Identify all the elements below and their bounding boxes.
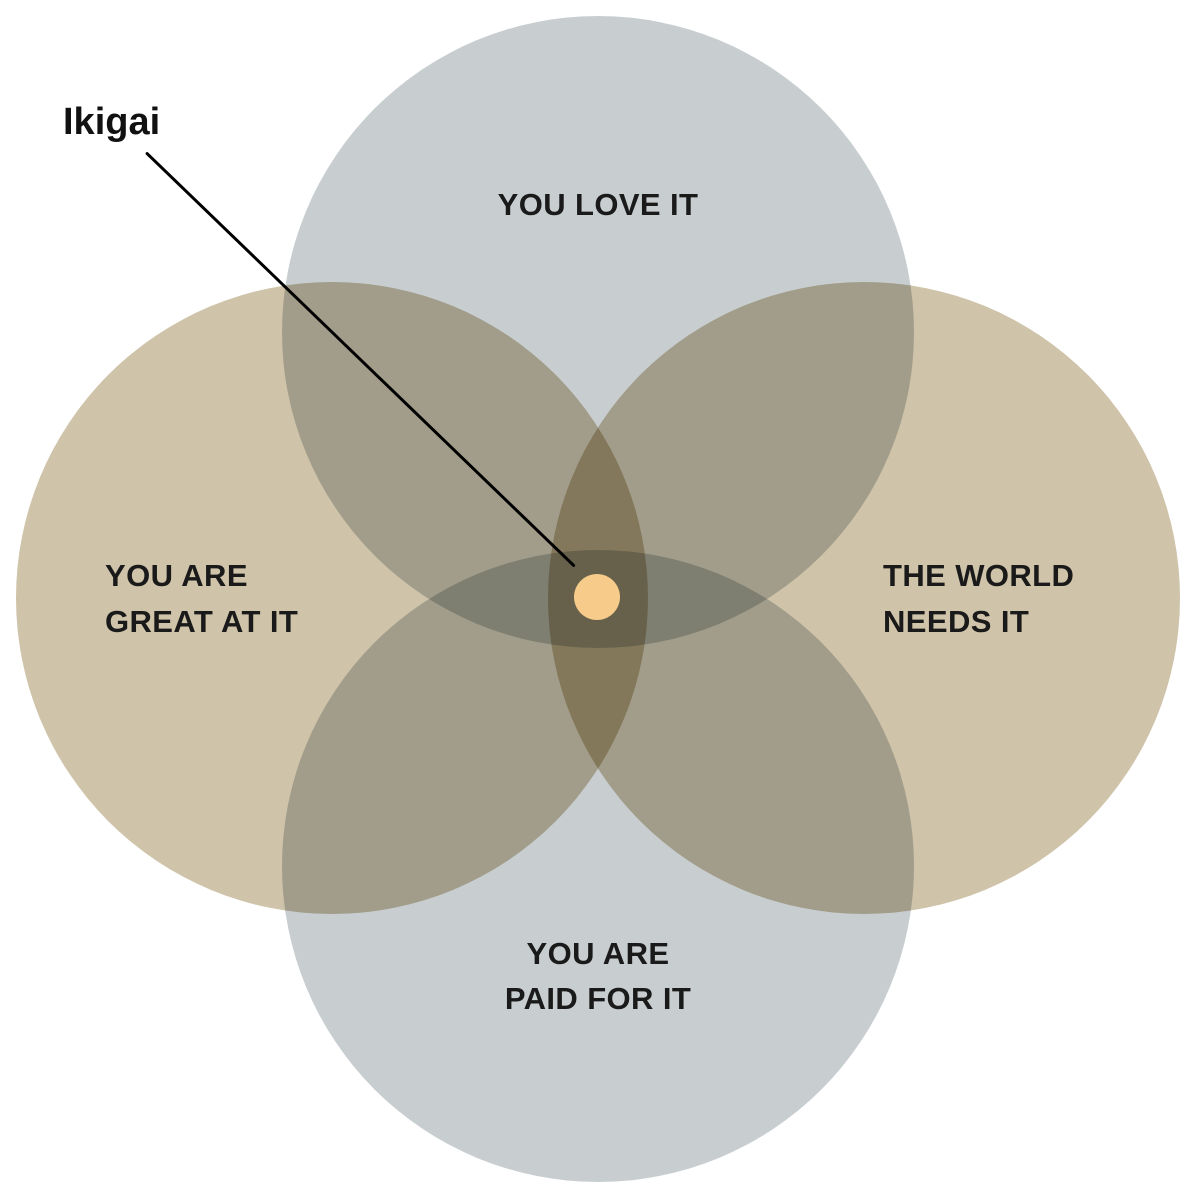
label-world-line2: NEEDS IT	[883, 604, 1030, 639]
label-paid-line1: YOU ARE	[526, 936, 670, 971]
circle-you-are-paid-for-it	[282, 550, 914, 1182]
label-the-world-needs-it: THE WORLD NEEDS IT	[883, 553, 1074, 645]
label-you-love-it-line1: YOU LOVE IT	[497, 187, 699, 222]
label-paid-line2: PAID FOR IT	[504, 981, 692, 1016]
label-great-line2: GREAT AT IT	[105, 604, 299, 639]
label-great-line1: YOU ARE	[105, 558, 248, 593]
ikigai-label: Ikigai	[63, 101, 161, 143]
ikigai-center-dot	[574, 574, 620, 620]
label-you-are-great-at-it: YOU ARE GREAT AT IT	[105, 553, 298, 645]
label-world-line1: THE WORLD	[883, 558, 1075, 593]
label-you-love-it: YOU LOVE IT	[498, 182, 699, 228]
label-you-are-paid-for-it: YOU ARE PAID FOR IT	[505, 931, 691, 1021]
